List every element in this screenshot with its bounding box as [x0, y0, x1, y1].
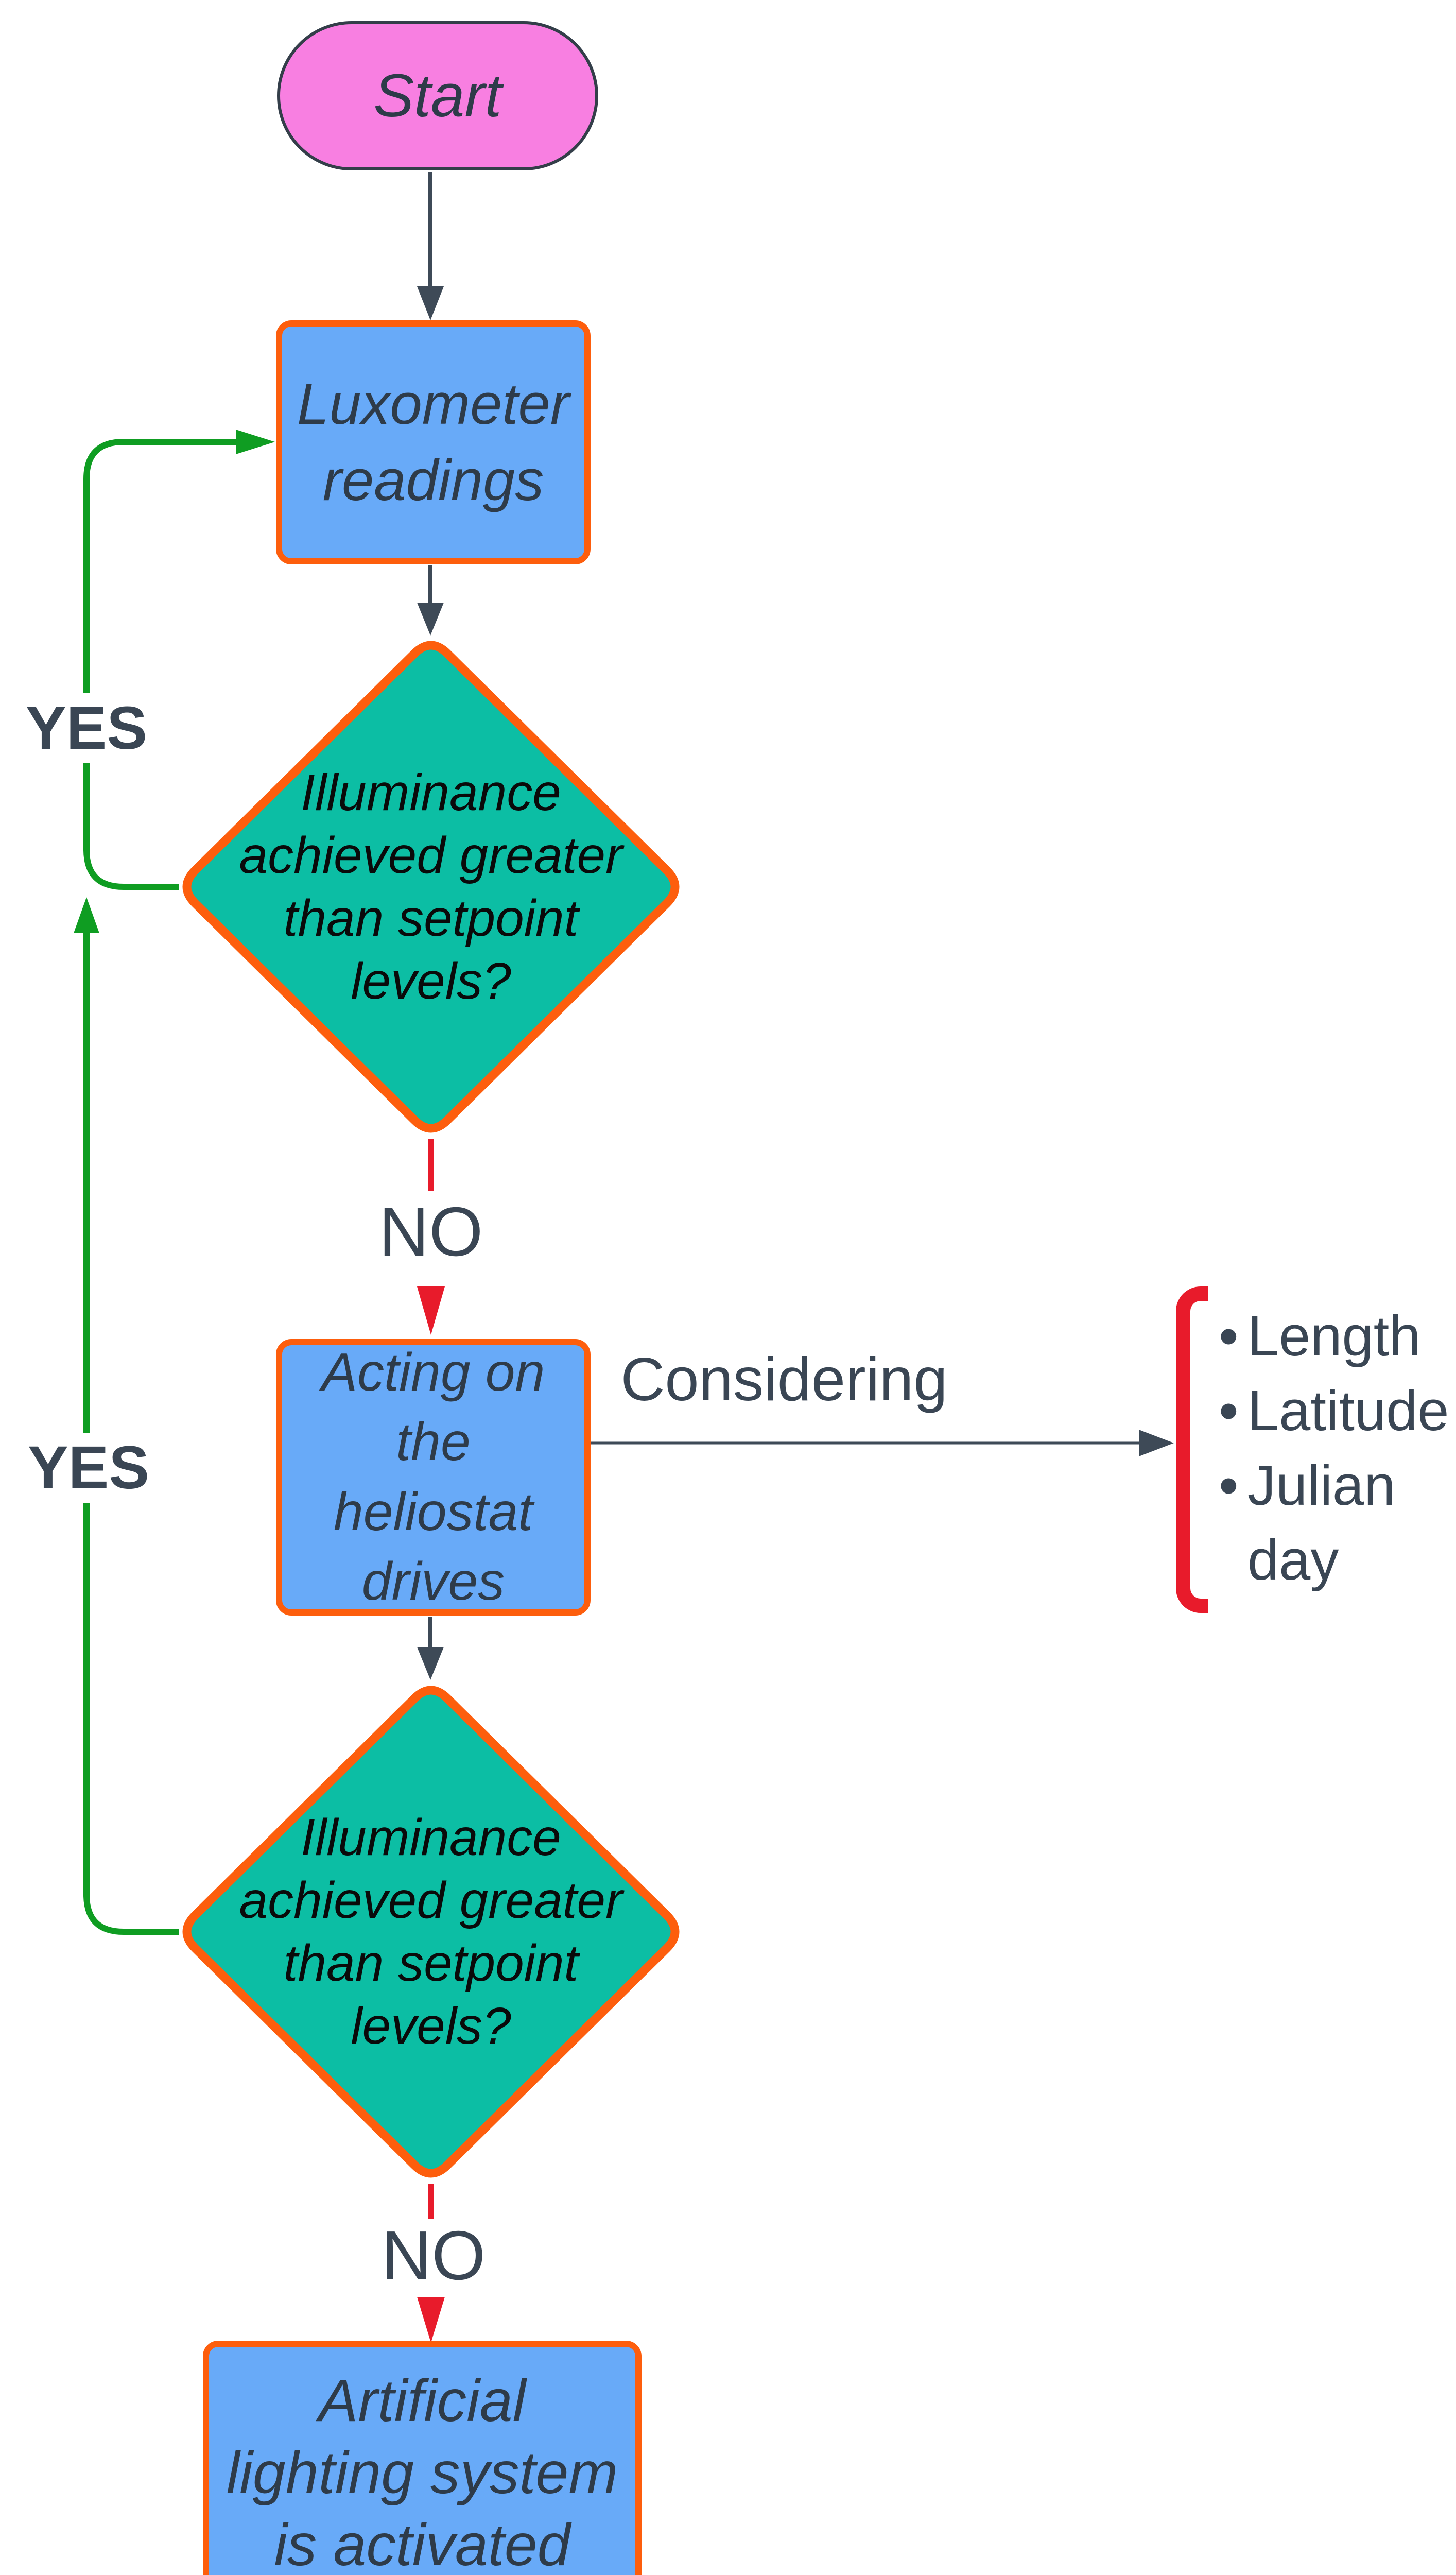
list-item: Length	[1219, 1299, 1456, 1374]
edge-start-to-luxometer	[417, 172, 444, 320]
edge-acting-to-decision2	[417, 1617, 444, 1680]
edge-label-considering: Considering	[620, 1345, 948, 1414]
arrowhead-right-icon	[1139, 1430, 1174, 1456]
acting-on-heliostat-node: Acting on the heliostat drives	[276, 1339, 591, 1616]
acting-on-heliostat-label: Acting on the heliostat drives	[321, 1343, 545, 1611]
decision-node-2-label: Illuminance achieved greater than setpoi…	[239, 1809, 623, 2055]
arrowhead-right-icon	[236, 430, 275, 454]
luxometer-readings-node: Luxometer readings	[276, 320, 591, 564]
arrowhead-down-icon	[417, 1647, 444, 1680]
edge-label-yes-2: YES	[7, 1433, 170, 1503]
list-item: Julian day	[1219, 1448, 1456, 1598]
considering-list: Length Latitude Julian day	[1219, 1299, 1456, 1598]
start-node-label: Start	[373, 62, 502, 130]
list-item: Latitude	[1219, 1374, 1456, 1448]
decision-node-1-label: Illuminance achieved greater than setpoi…	[239, 764, 623, 1010]
arrowhead-up-icon	[74, 897, 99, 933]
edge-label-no-1: NO	[359, 1193, 503, 1271]
arrowhead-down-icon	[417, 286, 444, 320]
luxometer-readings-label: Luxometer readings	[297, 372, 570, 512]
edge-decision1-no	[417, 1139, 445, 1335]
edge-label-no-2: NO	[361, 2217, 506, 2294]
decision-node-1-shape	[182, 641, 680, 1133]
start-node: Start	[277, 21, 598, 170]
edge-decision2-yes	[74, 897, 179, 1935]
edge-acting-to-considering-list	[591, 1430, 1174, 1456]
bracket-icon	[1176, 1286, 1208, 1613]
arrowhead-down-icon	[417, 2297, 445, 2343]
artificial-lighting-node: Artificial lighting system is activated	[203, 2341, 642, 2575]
arrowhead-down-icon	[417, 1286, 445, 1335]
edge-label-yes-1: YES	[5, 693, 168, 763]
edge-decision1-yes	[83, 430, 275, 890]
edge-luxometer-to-decision1	[417, 565, 444, 636]
decision-node-2-shape	[182, 1686, 680, 2178]
arrowhead-down-icon	[417, 603, 444, 636]
artificial-lighting-label: Artificial lighting system is activated	[226, 2367, 618, 2575]
edge-decision2-no	[417, 2184, 445, 2343]
